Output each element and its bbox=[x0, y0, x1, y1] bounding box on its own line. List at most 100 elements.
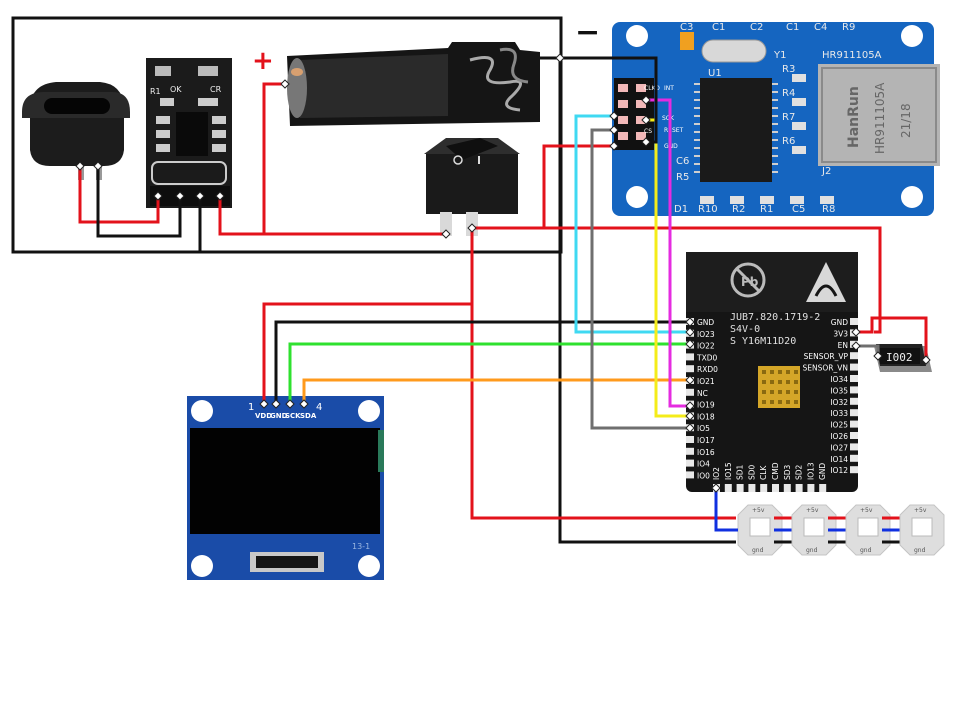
wire-end-marker bbox=[851, 341, 861, 351]
eth-jack-brand: HanRun bbox=[846, 86, 862, 148]
esp32-left-pad bbox=[686, 365, 694, 373]
eth-ref-r9: R9 bbox=[842, 22, 855, 33]
esp32-right-pin-label: EN bbox=[838, 341, 848, 350]
wire-end-marker bbox=[555, 53, 565, 63]
esp32-right-pin-label: IO14 bbox=[830, 455, 848, 464]
eth-ref-r2: R2 bbox=[732, 204, 745, 215]
wire-end-marker bbox=[93, 161, 103, 171]
eth-ref-c3: C3 bbox=[680, 22, 693, 33]
wire-end-marker bbox=[271, 399, 281, 409]
esp32-module: Pb JUB7.820.1719-2 S4V-0 S Y16M11D20 GND… bbox=[686, 252, 858, 492]
wire-end-marker bbox=[299, 399, 309, 409]
wire-eth-3v3 bbox=[542, 144, 614, 228]
ethernet-module: C3 C1 C2 C1 C4 R9 Y1 U1 R3 R4 R7 R6 C6 R… bbox=[612, 22, 940, 216]
esp32-left-pad bbox=[686, 388, 694, 396]
wire-end-marker bbox=[609, 141, 619, 151]
eth-jack-model: HR911105A bbox=[873, 82, 887, 154]
esp32-bottom-pin-label: SD3 bbox=[783, 464, 792, 480]
wire-oled-vdd bbox=[262, 228, 474, 404]
rocker-switch bbox=[424, 138, 520, 236]
wire-end-marker bbox=[711, 483, 721, 493]
battery-holder bbox=[287, 42, 540, 126]
wire-end-markers bbox=[75, 53, 931, 493]
esp32-left-pin-label: IO22 bbox=[697, 342, 715, 351]
esp32-right-pad bbox=[850, 409, 858, 417]
esp32-right-pad bbox=[850, 432, 858, 439]
led-5v-label: +5v bbox=[860, 507, 873, 514]
eth-ref-r1: R1 bbox=[760, 204, 773, 215]
wire-end-marker bbox=[609, 111, 619, 121]
oled-pin-number-1: 1 bbox=[248, 402, 254, 413]
wire-en-resistor bbox=[856, 344, 880, 356]
esp32-left-pin-label: IO18 bbox=[697, 412, 715, 421]
charger-led-ok: OK bbox=[170, 85, 182, 94]
wire-eth-gnd bbox=[560, 56, 658, 144]
esp32-left-pad bbox=[686, 447, 694, 455]
esp32-left-pin-label: TXD0 bbox=[696, 353, 717, 362]
wire-end-marker bbox=[259, 399, 269, 409]
esp32-left-pin-label: IO4 bbox=[697, 460, 710, 469]
ws2812-led: gnd+5v bbox=[791, 504, 837, 556]
esp32-line3: S Y16M11D20 bbox=[730, 336, 796, 347]
resistor: I002 bbox=[874, 344, 932, 372]
charger-led-cr: CR bbox=[210, 85, 222, 94]
eth-ref-y1: Y1 bbox=[773, 50, 786, 61]
wire-end-marker bbox=[873, 351, 883, 361]
esp32-bottom-pin-label: CMD bbox=[771, 462, 780, 480]
esp32-right-pin-label: IO35 bbox=[830, 386, 848, 395]
wire-end-marker bbox=[685, 327, 695, 337]
wire-end-marker bbox=[215, 191, 225, 201]
resistor-code: I002 bbox=[886, 351, 913, 364]
eth-pin-reset: RESET bbox=[664, 127, 684, 134]
wire-charger-bplus bbox=[218, 196, 446, 236]
eth-ref-u1: U1 bbox=[708, 68, 722, 79]
oled-pin-gnd: GND bbox=[270, 412, 288, 420]
wire-end-marker bbox=[280, 79, 290, 89]
led-gnd-label: gnd bbox=[860, 547, 872, 554]
esp32-bottom-pin-label: IO13 bbox=[806, 462, 815, 480]
eth-ref-j2: J2 bbox=[821, 166, 831, 177]
esp32-bottom-pad bbox=[819, 484, 827, 492]
esp32-bottom-pad bbox=[772, 484, 779, 492]
esp32-left-pin-label: NC bbox=[697, 389, 708, 398]
eth-ref-c6: C6 bbox=[676, 156, 689, 167]
esp32-left-pin-label: IO23 bbox=[697, 330, 715, 339]
esp32-bottom-pin-label: SD1 bbox=[736, 464, 745, 480]
wire-end-marker bbox=[685, 317, 695, 327]
esp32-bottom-pad bbox=[795, 484, 803, 492]
eth-ref-c2: C2 bbox=[750, 22, 763, 33]
eth-pin-int: INT bbox=[664, 85, 674, 92]
wire-eth-cyan bbox=[574, 114, 690, 334]
usb-c-socket bbox=[22, 82, 130, 180]
wire-end-marker bbox=[175, 191, 185, 201]
minus-sign: − bbox=[575, 15, 600, 50]
charger-ref: R1 bbox=[150, 87, 161, 96]
esp32-left-pin-label: IO19 bbox=[697, 401, 715, 410]
wire-resistor-3v3 bbox=[856, 316, 928, 360]
wire-end-marker bbox=[685, 411, 695, 421]
esp32-bottom-pin-label: GND bbox=[818, 463, 827, 480]
esp32-bottom-pad bbox=[736, 484, 744, 492]
esp32-bottom-pin-label: IO15 bbox=[724, 462, 733, 480]
esp32-right-pad bbox=[850, 420, 858, 428]
wire-end-marker bbox=[441, 229, 451, 239]
esp32-right-pin-label: IO33 bbox=[830, 409, 848, 418]
esp32-right-pad bbox=[850, 397, 858, 405]
oled-pin-number-4: 4 bbox=[316, 402, 322, 413]
svg-text:Pb: Pb bbox=[741, 275, 759, 289]
esp32-left-pin-label: IO0 bbox=[697, 471, 710, 480]
esp32-left-pin-label: RXD0 bbox=[697, 365, 718, 374]
plus-sign: + bbox=[252, 46, 274, 76]
wire-end-marker bbox=[685, 401, 695, 411]
eth-ref-d1: D1 bbox=[674, 204, 688, 215]
oled-pin-vdd: VDD bbox=[255, 412, 272, 420]
esp32-bottom-pin-label: SD2 bbox=[795, 464, 804, 480]
esp32-right-pin-label: IO27 bbox=[830, 443, 848, 452]
esp32-left-pin-label: IO16 bbox=[697, 448, 715, 457]
esp32-right-pad bbox=[850, 386, 858, 394]
eth-jack-date: 21/18 bbox=[899, 103, 913, 138]
esp32-right-pad bbox=[850, 318, 858, 325]
oled-display: 13-1 1 4 VDD GND SCK SDA bbox=[187, 396, 384, 580]
